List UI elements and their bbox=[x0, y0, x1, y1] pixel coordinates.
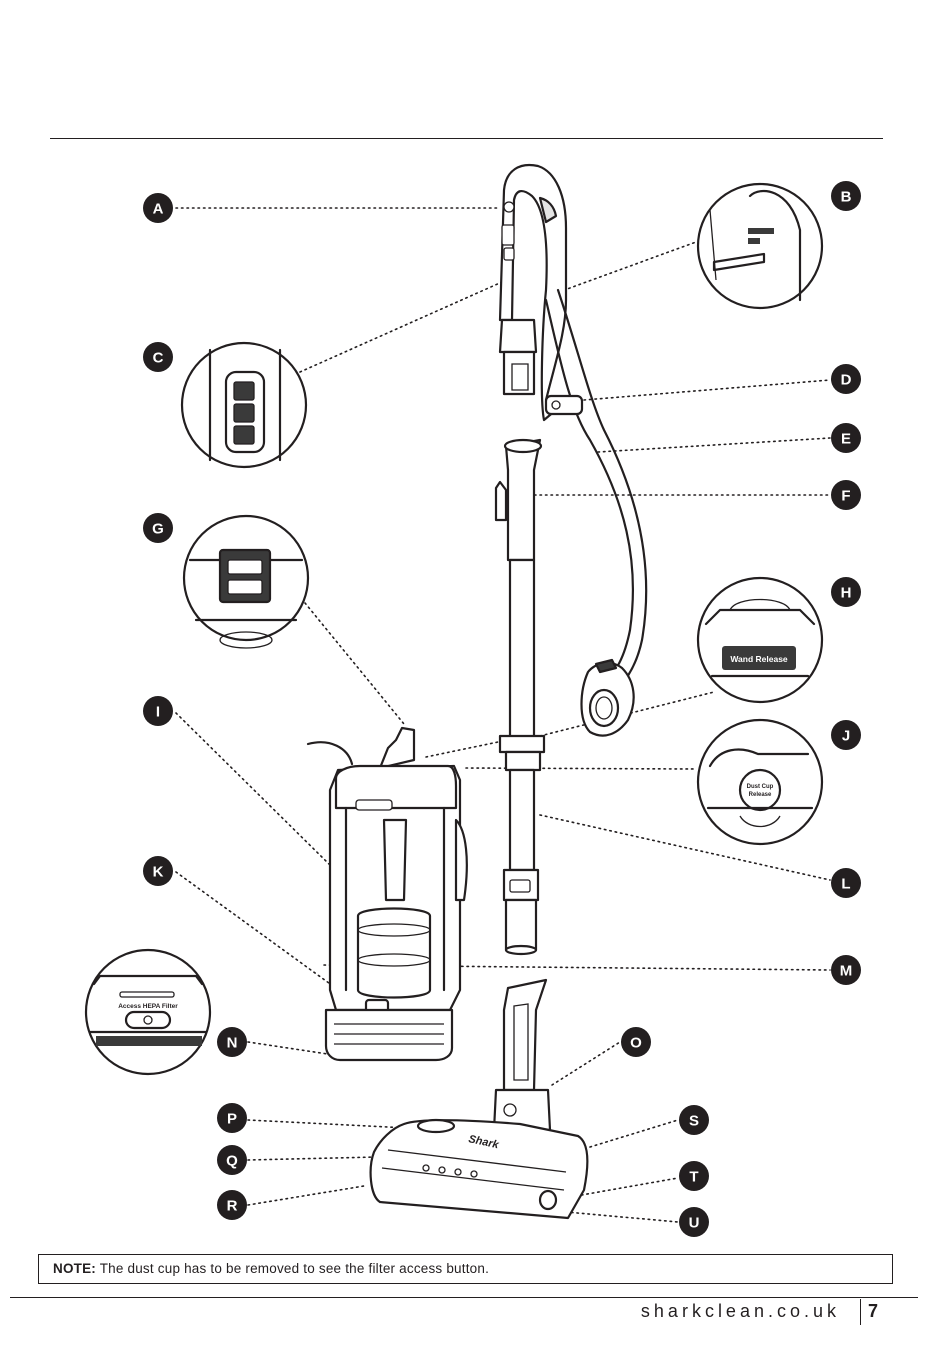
part-label-r: R bbox=[217, 1190, 247, 1220]
inset-j: Dust Cup Release bbox=[698, 720, 822, 844]
part-label-a: A bbox=[143, 193, 173, 223]
footer-website: sharkclean.co.uk bbox=[600, 1296, 840, 1326]
part-label-g: G bbox=[143, 513, 173, 543]
part-label-text: T bbox=[689, 1169, 698, 1186]
part-label-c: C bbox=[143, 342, 173, 372]
inset-b bbox=[698, 184, 822, 308]
part-label-l: L bbox=[831, 868, 861, 898]
part-label-text: U bbox=[689, 1215, 700, 1232]
pod-assembly bbox=[308, 728, 467, 1060]
part-label-text: D bbox=[841, 372, 852, 389]
part-label-text: P bbox=[227, 1111, 237, 1128]
part-label-text: E bbox=[841, 431, 851, 448]
part-label-o: O bbox=[621, 1027, 651, 1057]
part-label-i: I bbox=[143, 696, 173, 726]
part-label-k: K bbox=[143, 856, 173, 886]
footer-separator bbox=[860, 1299, 861, 1325]
page-number: 7 bbox=[868, 1296, 898, 1326]
part-label-text: R bbox=[227, 1198, 238, 1215]
part-label-text: H bbox=[841, 585, 852, 602]
wand-release-label: Wand Release bbox=[730, 654, 788, 664]
part-label-text: J bbox=[842, 728, 850, 745]
inset-h: Wand Release bbox=[698, 578, 822, 702]
inset-g bbox=[184, 516, 308, 648]
part-label-d: D bbox=[831, 364, 861, 394]
part-label-text: L bbox=[841, 876, 850, 893]
part-label-t: T bbox=[679, 1161, 709, 1191]
part-label-h: H bbox=[831, 577, 861, 607]
note-text: The dust cup has to be removed to see th… bbox=[96, 1261, 489, 1276]
part-label-text: M bbox=[840, 963, 853, 980]
part-label-text: S bbox=[689, 1113, 699, 1130]
part-label-text: G bbox=[152, 521, 164, 538]
part-label-text: B bbox=[841, 189, 852, 206]
part-label-text: I bbox=[156, 704, 160, 721]
note-prefix: NOTE: bbox=[53, 1261, 96, 1276]
access-hepa-filter-label: Access HEPA Filter bbox=[118, 1003, 178, 1010]
part-label-text: A bbox=[153, 201, 164, 218]
part-label-j: J bbox=[831, 720, 861, 750]
inset-c bbox=[182, 343, 306, 467]
inset-k: Access HEPA Filter bbox=[86, 950, 210, 1074]
part-label-b: B bbox=[831, 181, 861, 211]
part-label-text: K bbox=[153, 864, 164, 881]
part-label-text: F bbox=[841, 488, 850, 505]
dust-cup-release-label-2: Release bbox=[749, 792, 772, 798]
handle-assembly bbox=[496, 165, 646, 954]
part-label-text: O bbox=[630, 1035, 642, 1052]
dust-cup-release-label-1: Dust Cup bbox=[747, 784, 774, 790]
part-label-u: U bbox=[679, 1207, 709, 1237]
part-label-m: M bbox=[831, 955, 861, 985]
part-label-s: S bbox=[679, 1105, 709, 1135]
part-label-p: P bbox=[217, 1103, 247, 1133]
part-label-text: N bbox=[227, 1035, 238, 1052]
note-box: NOTE: The dust cup has to be removed to … bbox=[38, 1254, 893, 1284]
part-label-e: E bbox=[831, 423, 861, 453]
part-label-q: Q bbox=[217, 1145, 247, 1175]
part-label-text: C bbox=[153, 350, 164, 367]
part-label-n: N bbox=[217, 1027, 247, 1057]
part-label-f: F bbox=[831, 480, 861, 510]
part-label-text: Q bbox=[226, 1153, 238, 1170]
